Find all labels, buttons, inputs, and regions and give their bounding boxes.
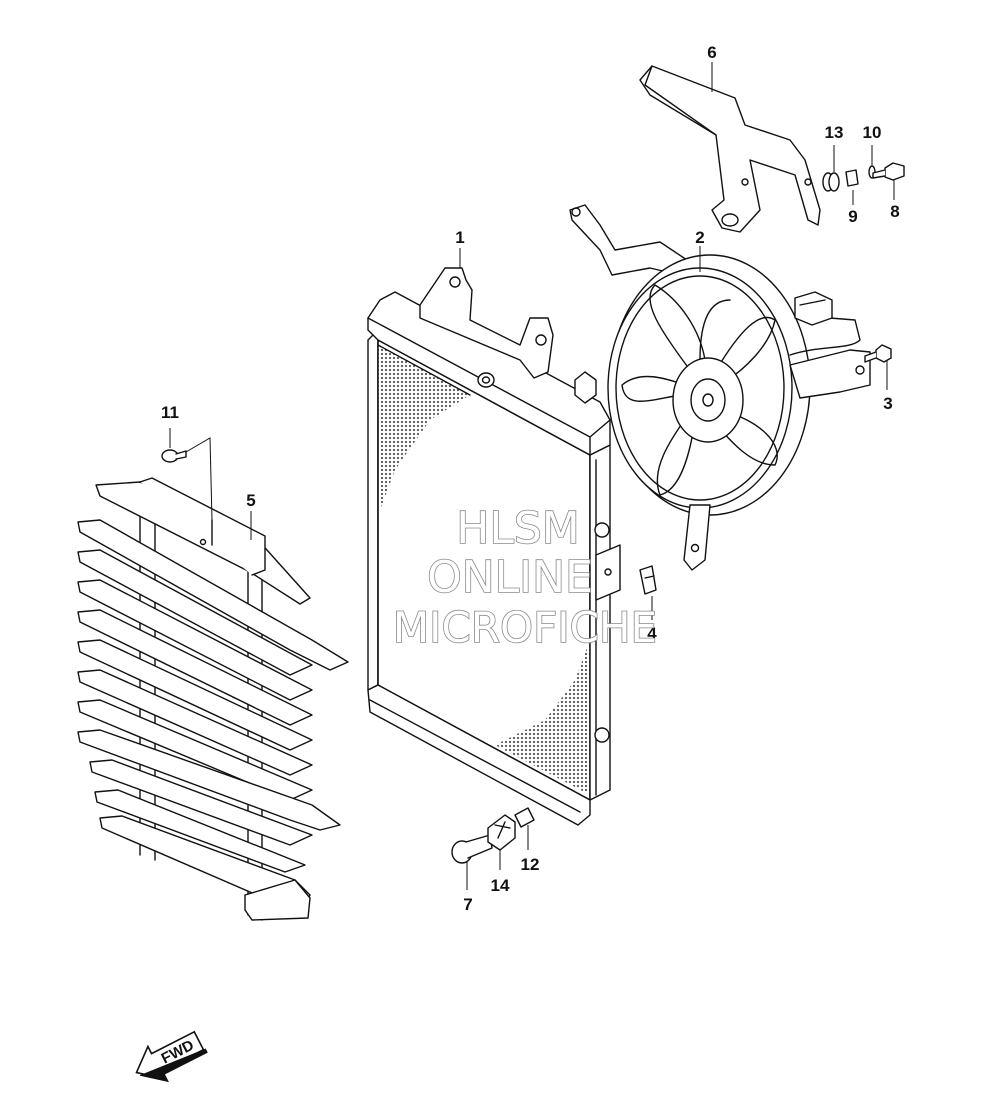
watermark-line-3: MICROFICHE: [393, 603, 657, 652]
callout-1: 1: [455, 228, 464, 247]
callout-13: 13: [825, 123, 844, 142]
callout-7: 7: [463, 895, 472, 914]
bolt-8-drawing: [872, 162, 905, 181]
callout-4: 4: [647, 624, 657, 643]
bolt-7-drawing: [451, 834, 493, 864]
cushion-14-drawing: [487, 814, 516, 851]
callout-11: 11: [161, 403, 179, 422]
leader-11: [185, 437, 213, 521]
callout-14: 14: [491, 876, 510, 895]
watermark: HLSM ONLINE MICROFICHE: [392, 502, 658, 653]
cushion-13-drawing: [822, 172, 840, 192]
callout-2: 2: [695, 228, 704, 247]
watermark-line-1: HLSM: [456, 503, 580, 554]
collar-12-drawing: [514, 807, 535, 828]
bolt-3-drawing: [864, 344, 892, 363]
callout-8: 8: [890, 202, 899, 221]
watermark-line-2: ONLINE: [427, 552, 593, 603]
radiator-drawing: [367, 267, 621, 826]
callout-5: 5: [246, 491, 255, 510]
callout-10: 10: [863, 123, 882, 142]
cooling-fan-drawing: [569, 204, 871, 571]
collar-9-drawing: [845, 169, 859, 187]
callout-3: 3: [883, 394, 892, 413]
callout-9: 9: [848, 207, 857, 226]
radiator-grille-drawing: [77, 477, 349, 921]
clip-4-drawing: [639, 565, 657, 595]
callout-12: 12: [521, 855, 540, 874]
radiator-bracket-drawing: [639, 65, 821, 233]
screw-11-drawing: [161, 449, 187, 463]
fwd-arrow-icon: FWD: [135, 1030, 208, 1083]
callout-6: 6: [707, 43, 716, 62]
leader-lines: [169, 62, 895, 890]
